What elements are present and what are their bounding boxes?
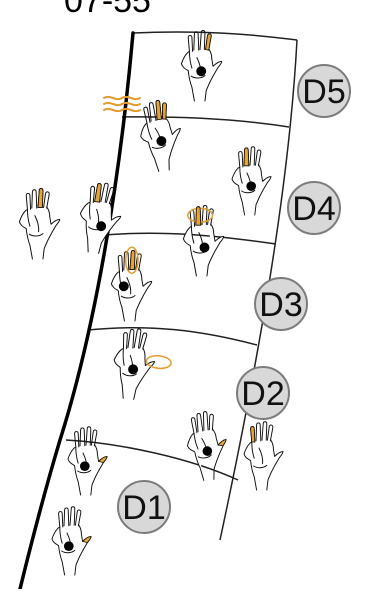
badge-label-d3: D3 <box>259 286 302 324</box>
central-sulcus <box>20 33 133 589</box>
badge-label-d4: D4 <box>292 190 335 228</box>
highlight-d2 <box>251 427 255 442</box>
hand-d1-lower <box>52 507 91 575</box>
strip-top-edge <box>133 32 297 40</box>
center-dot <box>119 281 129 291</box>
badge-label-d5: D5 <box>302 73 345 111</box>
hand-d2-right-a <box>184 410 230 482</box>
hand-d4-left <box>75 180 125 255</box>
center-dot <box>200 243 210 253</box>
hand-d4-right <box>232 147 271 215</box>
center-dot <box>196 66 206 76</box>
badge-d2: D2 <box>237 367 289 419</box>
hand-d2-strip <box>110 327 174 403</box>
hand-d4-middle <box>183 205 223 276</box>
wave-line <box>104 103 140 105</box>
figure-title: 07-55 <box>64 0 151 20</box>
center-dot <box>128 364 139 375</box>
highlight-d4 <box>196 207 201 225</box>
strip-boundary-d3-d2 <box>88 328 257 345</box>
badge-label-d1: D1 <box>122 489 165 527</box>
highlight-d5 <box>206 34 212 50</box>
hand-d1-upper <box>68 427 107 495</box>
hand-d2-right-b <box>244 422 283 490</box>
center-dot <box>246 181 256 191</box>
badge-d4: D4 <box>288 182 340 234</box>
badge-d1: D1 <box>118 481 170 533</box>
hand-outside-left <box>19 188 59 259</box>
highlight-d4 <box>244 148 249 166</box>
hand-d5-lower <box>136 98 186 173</box>
vibration-waves <box>104 97 140 111</box>
wave-line <box>104 97 140 99</box>
wave-line <box>104 109 140 111</box>
badge-d5: D5 <box>298 65 350 117</box>
hand-d5-top <box>181 30 221 101</box>
badge-d3: D3 <box>255 278 307 330</box>
badge-label-d2: D2 <box>241 375 284 413</box>
center-dot <box>64 541 74 551</box>
hand-d3 <box>111 247 151 321</box>
strip-boundary-d2-d1 <box>66 440 238 480</box>
center-dot <box>80 461 90 471</box>
